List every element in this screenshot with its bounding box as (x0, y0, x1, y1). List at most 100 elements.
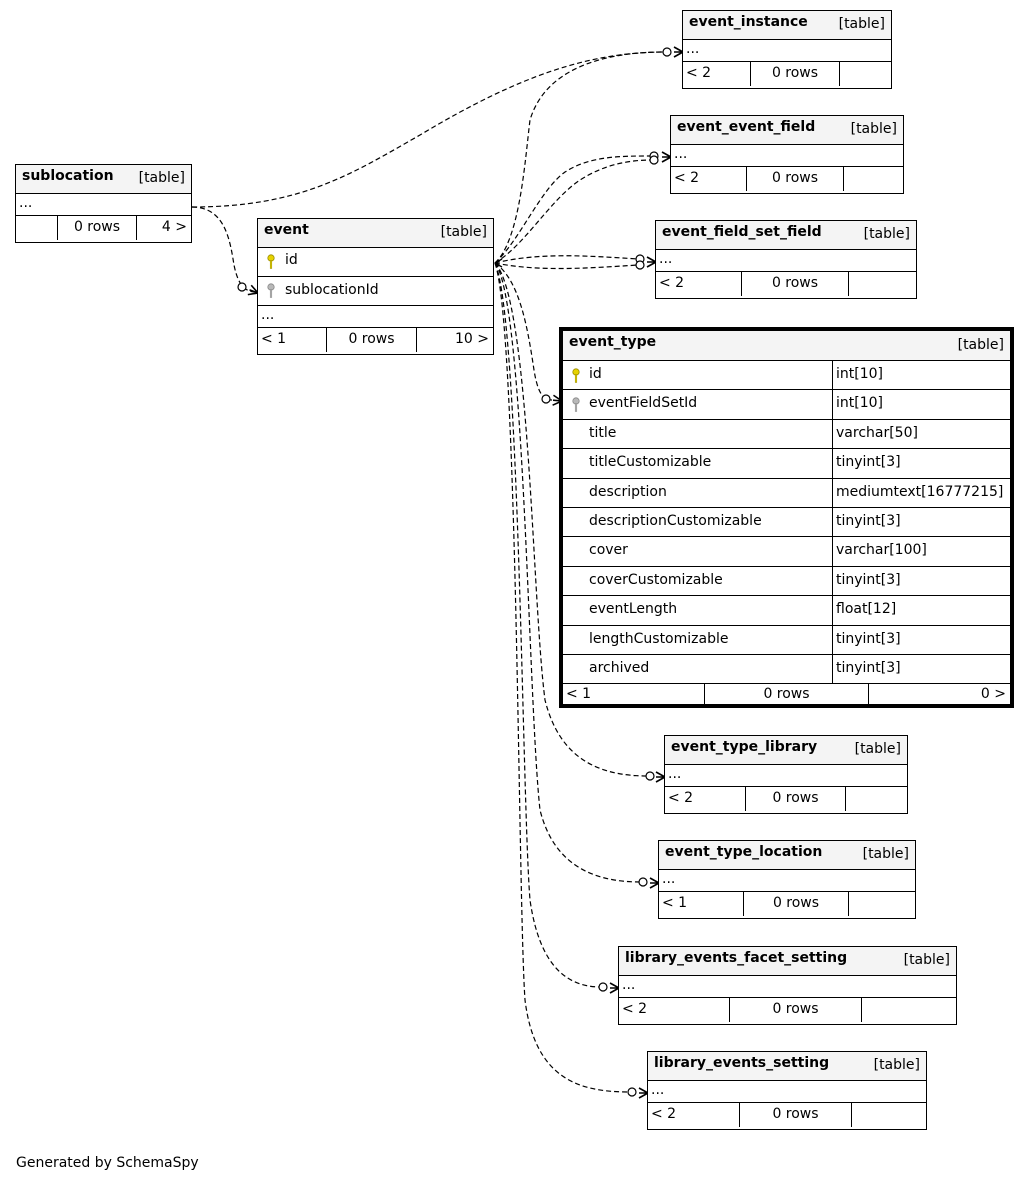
table-event-type-library[interactable]: event_type_library [table] ... < 2 0 row… (664, 735, 908, 814)
column-name-cell: archived (563, 654, 833, 684)
table-event-type-location[interactable]: event_type_location [table] ... < 1 0 ro… (658, 840, 916, 919)
table-library-events-setting[interactable]: library_events_setting [table] ... < 2 0… (647, 1051, 927, 1130)
table-library-events-facet-setting[interactable]: library_events_facet_setting [table] ...… (618, 946, 957, 1025)
table-footer: < 2 0 rows (656, 272, 916, 296)
column-row[interactable]: titleCustomizable tinyint[3] (563, 449, 1010, 479)
table-ellipsis: ... (16, 194, 191, 216)
table-kind: [table] (440, 224, 487, 240)
table-footer: < 1 0 rows 10 > (258, 328, 493, 352)
parent-count (16, 216, 58, 240)
table-event-field-set-field[interactable]: event_field_set_field [table] ... < 2 0 … (655, 220, 917, 299)
column-name: titleCustomizable (589, 454, 712, 471)
table-name: library_events_setting (654, 1055, 830, 1071)
table-name: event_instance (689, 14, 808, 30)
table-kind: [table] (873, 1057, 920, 1073)
column-name-cell: id (563, 361, 833, 390)
edge-event-event-type (494, 262, 553, 401)
table-footer: 0 rows 4 > (16, 216, 191, 240)
table-name: event_type_library (671, 739, 818, 755)
table-ellipsis: ... (671, 145, 903, 167)
column-type: varchar[50] (836, 424, 918, 441)
column-name: cover (589, 542, 628, 559)
table-kind: [table] (903, 952, 950, 968)
table-ellipsis: ... (258, 306, 493, 328)
child-count (846, 787, 907, 811)
table-header: event_type_location [table] (659, 841, 915, 870)
table-ellipsis: ... (656, 250, 916, 272)
parent-count: < 2 (648, 1103, 740, 1127)
column-row[interactable]: descriptionCustomizable tinyint[3] (563, 507, 1010, 538)
row-count: 0 rows (747, 167, 844, 191)
table-name: event (264, 222, 309, 238)
row-count: 0 rows (746, 787, 846, 811)
parent-count: < 2 (656, 272, 742, 296)
column-name-cell: title (563, 419, 833, 449)
table-event-instance[interactable]: event_instance [table] ... < 2 0 rows (682, 10, 892, 89)
row-count: 0 rows (730, 998, 862, 1022)
foreign-key-icon (571, 396, 581, 423)
column-row-sublocationid[interactable]: sublocationId (258, 277, 493, 306)
child-count (844, 167, 903, 191)
table-ellipsis: ... (659, 870, 915, 892)
column-name-cell: eventLength (563, 596, 833, 625)
column-name: eventLength (589, 601, 678, 618)
column-name-cell: lengthCustomizable (563, 625, 833, 654)
table-kind: [table] (138, 170, 185, 186)
column-name: descriptionCustomizable (589, 512, 762, 529)
column-name: description (589, 483, 667, 500)
table-event[interactable]: event [table] id sublocationId ... < 1 0… (257, 218, 494, 355)
table-footer: < 2 0 rows (671, 167, 903, 191)
parent-count: < 2 (665, 787, 746, 811)
column-row[interactable]: description mediumtext[16777215] (563, 478, 1010, 508)
child-count: 10 > (455, 331, 489, 347)
table-name: event_type_location (665, 844, 823, 860)
column-type: mediumtext[16777215] (836, 483, 1004, 500)
edge-event-event-instance (494, 51, 666, 264)
child-count (849, 892, 915, 916)
table-footer: < 1 0 rows (659, 892, 915, 916)
column-name-cell: description (563, 478, 833, 507)
table-footer: < 2 0 rows (648, 1103, 926, 1127)
table-event-event-field[interactable]: event_event_field [table] ... < 2 0 rows (670, 115, 904, 194)
table-kind: [table] (850, 121, 897, 137)
column-type: tinyint[3] (836, 512, 901, 529)
edge-event-event-field-set-field-b (494, 262, 639, 270)
row-count: 0 rows (744, 892, 849, 916)
table-name: sublocation (22, 168, 114, 184)
parent-count: < 2 (619, 998, 730, 1022)
table-header: event_type_library [table] (665, 736, 907, 765)
table-sublocation[interactable]: sublocation [table] ... 0 rows 4 > (15, 164, 192, 243)
row-count: 0 rows (58, 216, 137, 240)
parent-count: < 2 (671, 167, 747, 191)
table-footer: < 1 0 rows 0 > (563, 684, 1010, 707)
table-footer: < 2 0 rows (683, 62, 891, 86)
table-kind: [table] (854, 741, 901, 757)
table-header: event_field_set_field [table] (656, 221, 916, 250)
edge-sublocation-event (191, 206, 257, 293)
table-name: event_event_field (677, 119, 816, 135)
column-row-id[interactable]: id (258, 248, 493, 277)
primary-key-icon (571, 367, 581, 394)
table-header: library_events_setting [table] (648, 1052, 926, 1081)
child-count: 4 > (161, 219, 187, 235)
primary-key-icon (266, 254, 276, 274)
column-type: tinyint[3] (836, 454, 901, 471)
row-count: 0 rows (740, 1103, 852, 1127)
child-count (862, 998, 956, 1022)
column-type: tinyint[3] (836, 571, 901, 588)
row-count: 0 rows (742, 272, 849, 296)
table-name: library_events_facet_setting (625, 950, 848, 966)
edge-event-event-field-set-field-a (494, 255, 639, 264)
row-count: 0 rows (327, 328, 417, 352)
foreign-key-icon (266, 283, 276, 303)
